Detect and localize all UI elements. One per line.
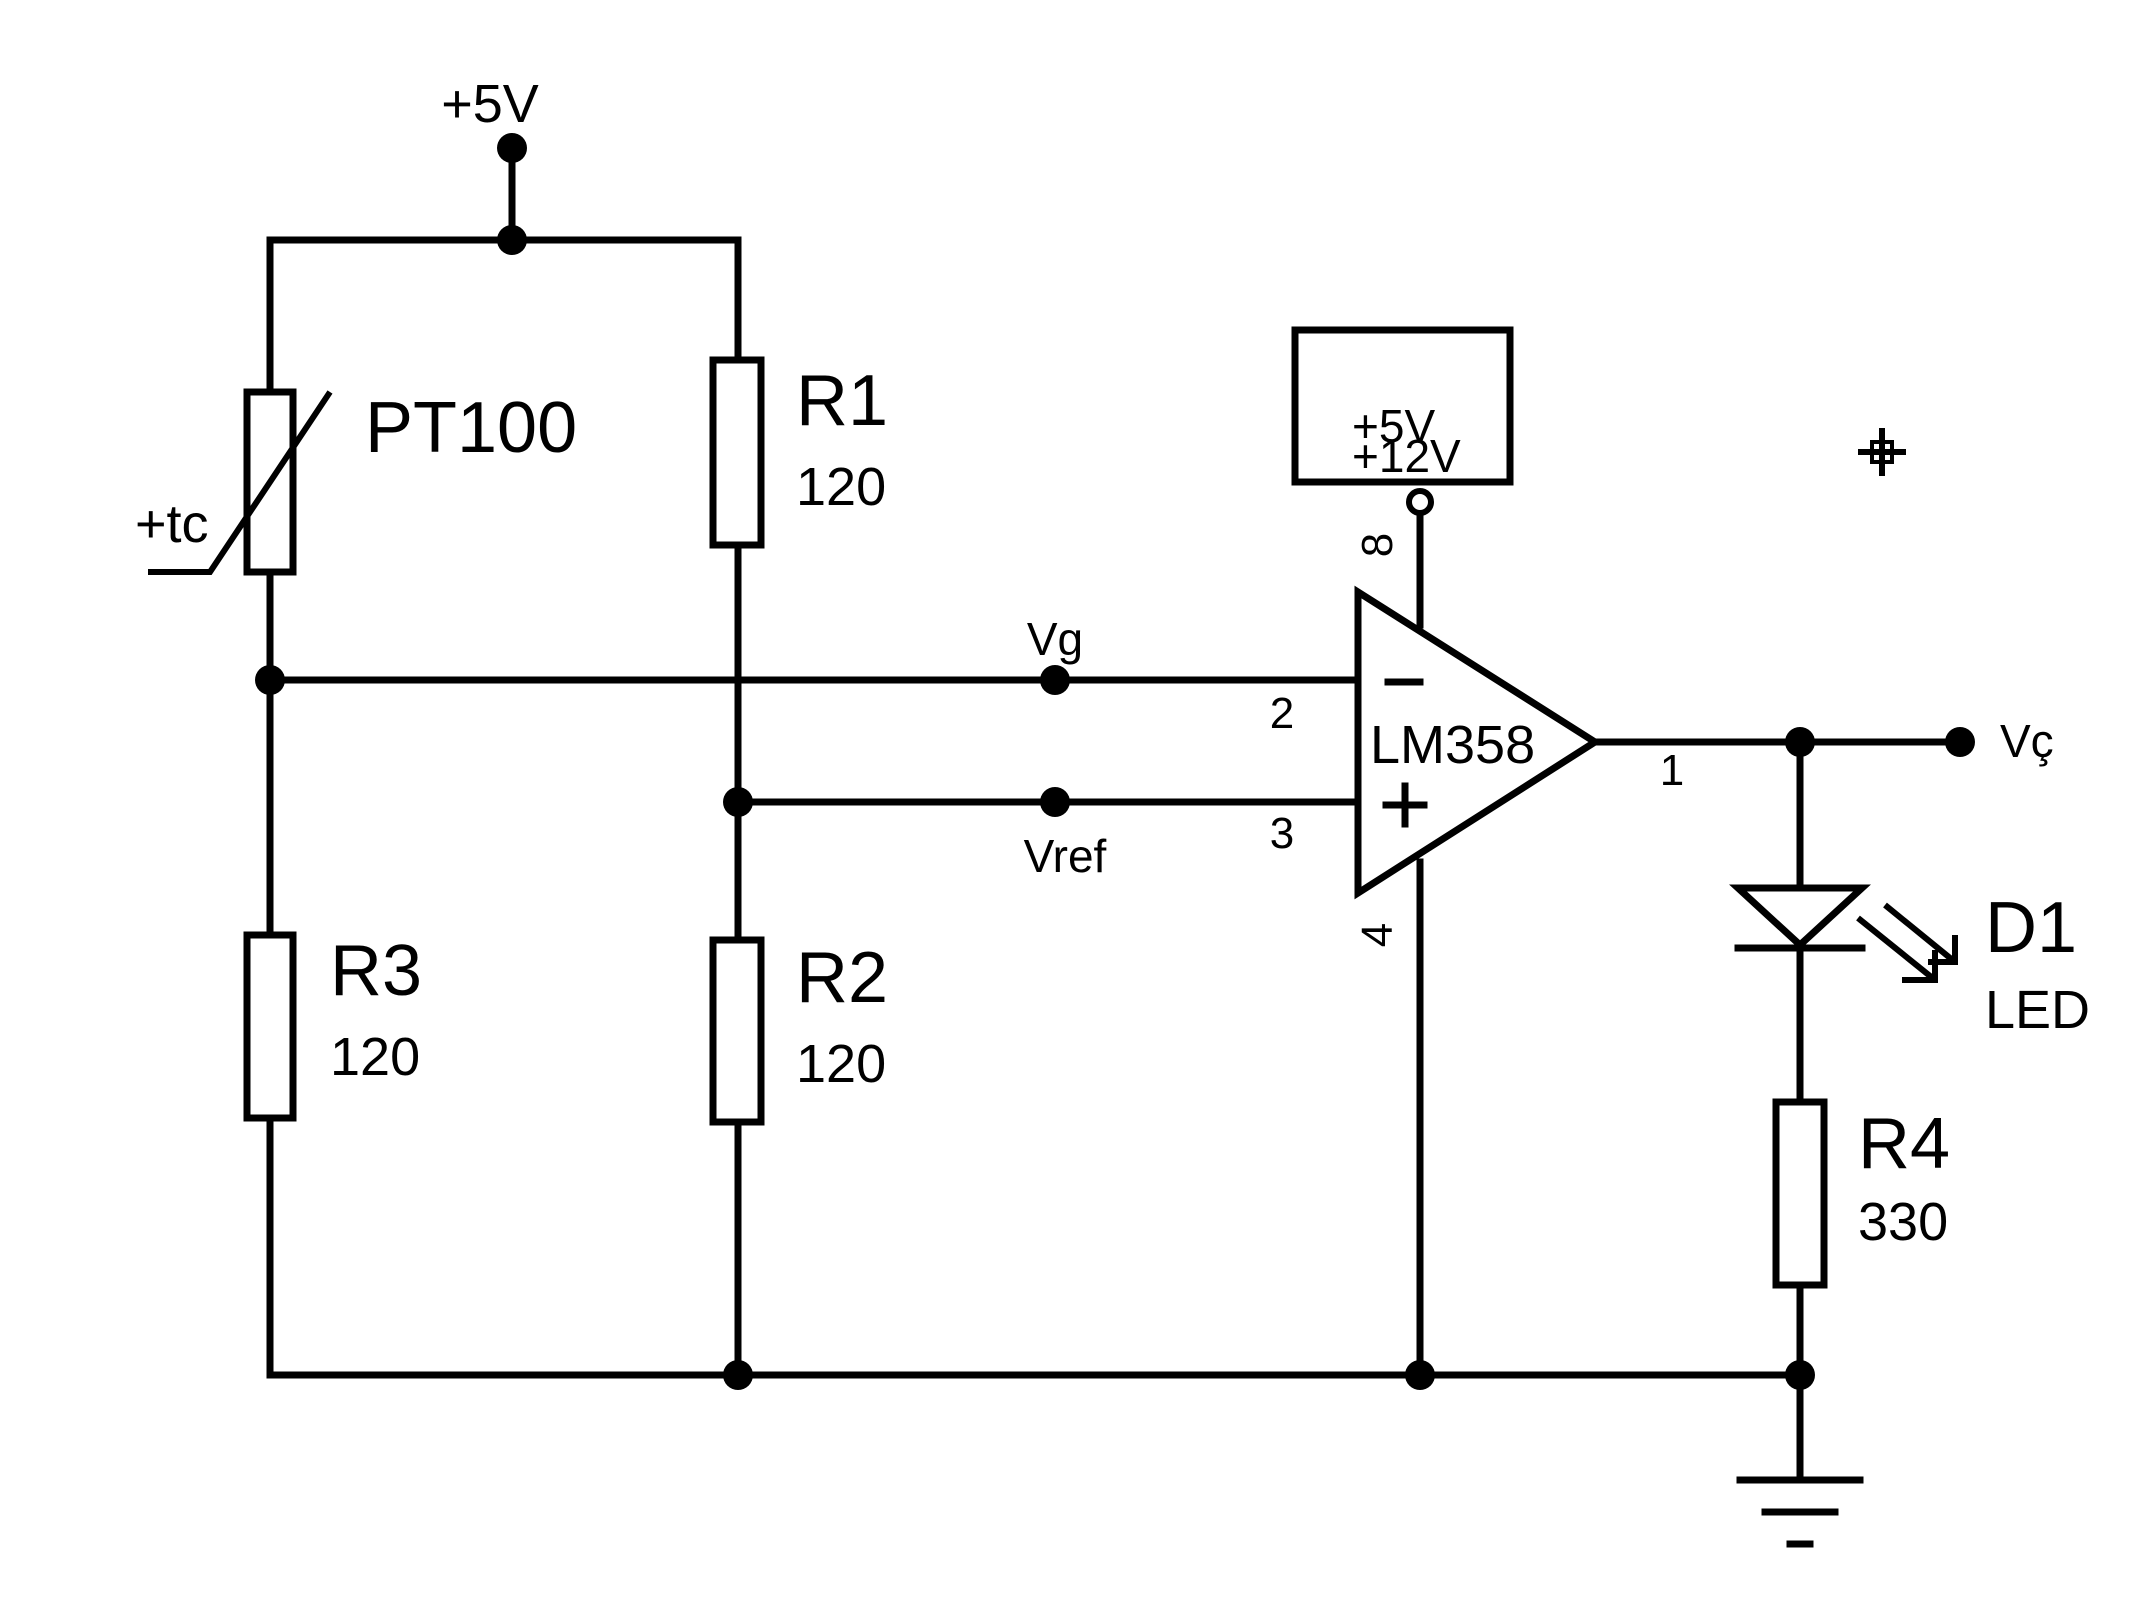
net-vout-label: Vç [2000,715,2054,767]
resistor-r2: R2 120 [709,936,888,1126]
junction-vg-left [255,665,285,695]
opamp-triangle [1354,585,1602,900]
pt100-tc-arrow [148,390,333,575]
resistor-r4: R4 330 [1772,1098,1950,1289]
led-triangle [1729,884,1871,950]
resistor-r1: R1 120 [709,356,888,549]
supply-label: +5V [441,74,539,134]
opamp-pin3-label: 3 [1270,809,1294,858]
junction-vref [723,787,753,817]
r3-body [243,931,297,1122]
opamp-supply-line1: +5V [1352,400,1435,452]
terminal-vref [1040,787,1070,817]
junctions [255,133,1975,1390]
opamp-pin4-label: 4 [1353,923,1402,947]
r3-value: 120 [330,1027,420,1087]
net-vref-label: Vref [1024,830,1107,882]
opamp-pin2-label: 2 [1270,689,1294,738]
crosshair-icon [1858,428,1906,476]
pt100-thermistor: PT100 +tc [135,388,577,576]
r2-body [709,936,765,1126]
led-name: D1 [1985,888,2077,968]
led-d1: D1 LED [1729,884,2090,1040]
opamp-supply-line2: +12V [1352,430,1461,482]
terminal-vout [1945,727,1975,757]
pt100-body [243,388,297,576]
r2-name: R2 [796,938,888,1018]
led-arrowhead-2 [1928,935,1958,965]
ground-symbol [1736,1476,1864,1548]
opamp-pin1-label: 1 [1660,746,1684,795]
r1-name: R1 [796,361,888,441]
opamp-label: LM358 [1370,715,1535,775]
pt100-tc-label: +tc [135,494,209,554]
junction-output [1785,727,1815,757]
led-value: LED [1985,980,2090,1040]
r3-name: R3 [330,931,422,1011]
wires [266,144,1964,1484]
opamp-lm358: +5V +12V LM358 2 3 1 8 4 [1270,326,1684,947]
resistor-r3: R3 120 [243,931,422,1122]
led-arrow-2 [1883,902,1957,965]
opamp-pin8-terminal [1406,488,1434,516]
opamp-supply-box [1291,326,1514,486]
r1-body [709,356,765,549]
r1-value: 120 [796,457,886,517]
junction-bottom-mid [723,1360,753,1390]
junction-top [497,225,527,255]
terminal-vg [1040,665,1070,695]
opamp-pin8-label: 8 [1353,533,1402,557]
terminal-supply [497,133,527,163]
r2-value: 120 [796,1034,886,1094]
junction-bottom-right [1785,1360,1815,1390]
r4-body [1772,1098,1828,1289]
r4-value: 330 [1858,1192,1948,1252]
r4-name: R4 [1858,1104,1950,1184]
led-arrow-1 [1856,915,1937,983]
net-vg-label: Vg [1027,613,1083,665]
pt100-label: PT100 [365,388,577,468]
junction-bottom-opamp [1405,1360,1435,1390]
